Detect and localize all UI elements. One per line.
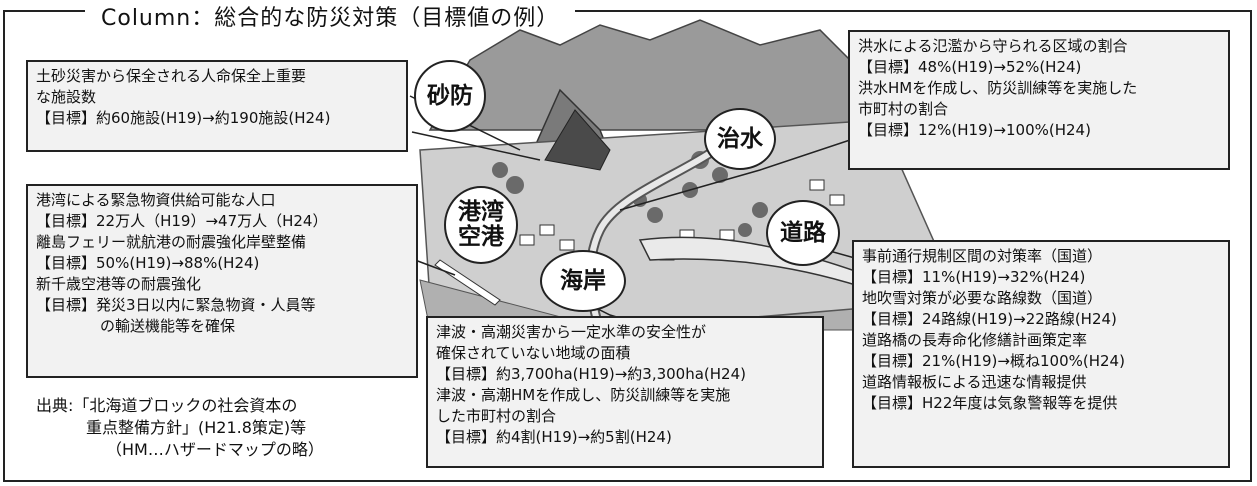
column-title: Column：総合的な防災対策（目標値の例） [85,6,576,32]
badge-port-label: 港湾 [458,199,504,225]
column-frame: Column：総合的な防災対策（目標値の例） [3,6,1252,482]
source-note: 出典:「北海道ブロックの社会資本の 重点整備方針」(H21.8策定)等 （HM…… [36,395,324,461]
pier [434,259,501,306]
coast-line: 確保されていない地域の面積 [436,344,631,362]
badge-airport-label: 空港 [458,224,504,250]
coast-line: 【目標】約3,700ha(H19)→約3,300ha(H24) [436,365,746,383]
port-line: 【目標】22万人（H19）→47万人（H24） [36,212,328,230]
port-line: の輸送機能等を確保 [100,317,236,335]
road-line: 道路情報板による迅速な情報提供 [862,373,1087,391]
chisui-line: 洪水HMを作成し、防災訓練等を実施した [858,79,1138,97]
badge-road: 道路 [766,200,840,266]
port-line: 【目標】発災3日以内に緊急物資・人員等 [36,296,316,314]
road-line: 【目標】21%(H19)→概ね100%(H24) [862,352,1125,370]
port-line: 【目標】50%(H19)→88%(H24) [36,254,260,272]
badge-sabo: 砂防 [414,60,486,132]
sabo-line: な施設数 [36,88,97,106]
badge-coast-label: 海岸 [560,267,606,294]
landslide-hill [544,109,611,171]
chisui-target-box: 洪水による氾濫から守られる区域の割合 【目標】48%(H19)→52%(H24)… [848,30,1230,170]
port-line: 離島フェリー就航港の耐震強化岸壁整備 [36,233,307,251]
coast-line: 津波・高潮HMを作成し、防災訓練等を実施 [436,386,731,404]
sabo-line: 【目標】約60施設(H19)→約190施設(H24) [36,109,331,127]
badge-sabo-label: 砂防 [427,82,473,109]
road-line: 【目標】11%(H19)→32%(H24) [862,268,1086,286]
sabo-line: 土砂災害から保全される人命保全上重要 [36,67,307,85]
source-line: （HM…ハザードマップの略） [106,440,324,459]
road-line: 事前通行規制区間の対策率（国道） [862,247,1103,265]
road-line: 道路橋の長寿命化修繕計画策定率 [862,331,1088,349]
coast-line: した市町村の割合 [436,407,557,425]
chisui-line: 【目標】12%(H19)→100%(H24) [858,121,1091,139]
road-line: 地吹雪対策が必要な路線数（国道） [862,289,1103,307]
source-line: 出典:「北海道ブロックの社会資本の [36,396,298,415]
coast-target-box: 津波・高潮災害から一定水準の安全性が 確保されていない地域の面積 【目標】約3,… [426,316,824,468]
badge-port-airport: 港湾 空港 [444,186,518,264]
chisui-line: 洪水による氾濫から守られる区域の割合 [858,37,1128,55]
badge-coast: 海岸 [540,250,626,312]
coast-line: 津波・高潮災害から一定水準の安全性が [436,323,707,341]
road-line: 【目標】H22年度は気象警報等を提供 [862,394,1118,412]
mountain-range [428,19,882,131]
road-line: 【目標】24路線(H19)→22路線(H24) [862,310,1117,328]
chisui-line: 【目標】48%(H19)→52%(H24) [858,58,1082,76]
port-airport-target-box: 港湾による緊急物資供給可能な人口 【目標】22万人（H19）→47万人（H24）… [26,184,418,378]
road-target-box: 事前通行規制区間の対策率（国道） 【目標】11%(H19)→32%(H24) 地… [852,240,1230,468]
badge-road-label: 道路 [780,219,826,246]
badge-chisui: 治水 [704,108,776,170]
chisui-line: 市町村の割合 [858,100,949,118]
coast-line: 【目標】約4割(H19)→約5割(H24) [436,428,672,446]
port-line: 港湾による緊急物資供給可能な人口 [36,191,276,209]
source-line: 重点整備方針」(H21.8策定)等 [86,418,307,437]
badge-chisui-label: 治水 [717,125,763,152]
sabo-target-box: 土砂災害から保全される人命保全上重要 な施設数 【目標】約60施設(H19)→約… [26,60,408,152]
port-line: 新千歳空港等の耐震強化 [36,275,202,293]
